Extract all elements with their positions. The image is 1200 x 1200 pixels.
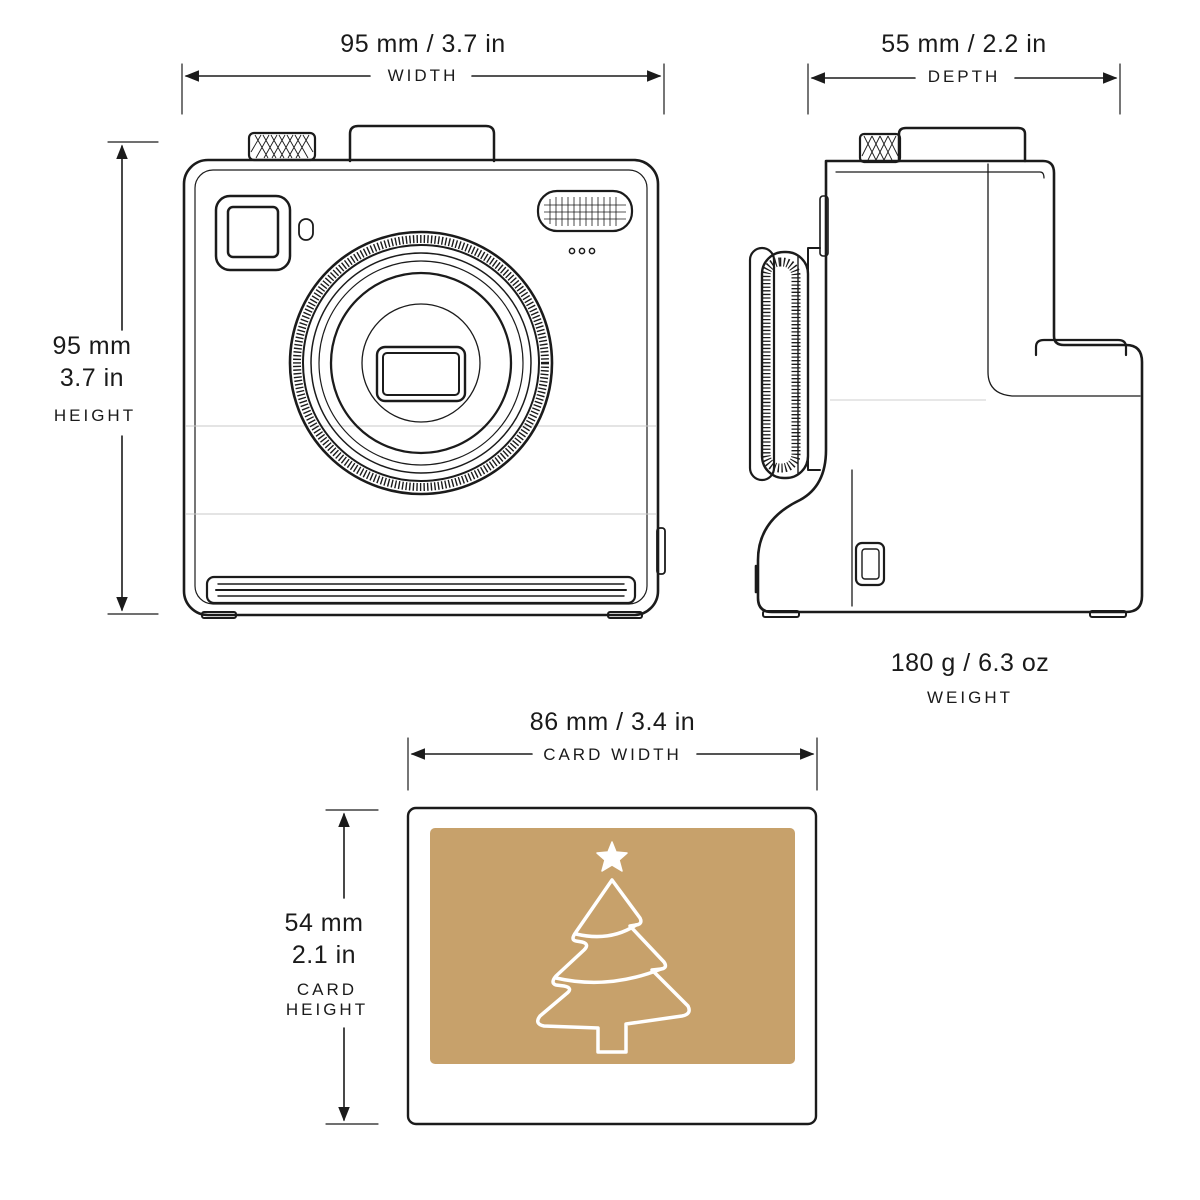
camera-side-view bbox=[748, 126, 1144, 618]
side-lens-icon bbox=[748, 246, 821, 482]
height-value-mm: 95 mm bbox=[52, 332, 132, 360]
width-value: 95 mm / 3.7 in bbox=[340, 30, 506, 58]
card-height-value-in: 2.1 in bbox=[291, 941, 357, 969]
depth-value: 55 mm / 2.2 in bbox=[881, 30, 1047, 58]
depth-caption: DEPTH bbox=[927, 67, 1001, 86]
card-width-caption: CARD WIDTH bbox=[543, 745, 682, 764]
weight-caption: WEIGHT bbox=[927, 688, 1013, 707]
card-width-value: 86 mm / 3.4 in bbox=[529, 708, 696, 736]
width-caption: WIDTH bbox=[387, 66, 459, 85]
depth-dimension-line bbox=[807, 63, 1121, 115]
width-dimension-line bbox=[181, 63, 665, 115]
card-height-dimension-line bbox=[325, 809, 379, 1125]
card-width-dimension-line bbox=[407, 737, 818, 791]
lens-icon bbox=[288, 230, 554, 496]
printed-card bbox=[406, 806, 818, 1126]
card-height-caption-line1: CARD bbox=[296, 980, 358, 999]
side-dial-icon bbox=[858, 132, 902, 164]
christmas-tree-icon bbox=[536, 841, 691, 1054]
card-height-value-mm: 54 mm bbox=[284, 909, 364, 937]
weight-value: 180 g / 6.3 oz bbox=[890, 649, 1050, 677]
height-dimension-line bbox=[107, 141, 159, 615]
card-image-area bbox=[430, 828, 795, 1064]
card-height-caption-line2: HEIGHT bbox=[285, 1000, 369, 1019]
print-slot bbox=[205, 575, 637, 605]
camera-front-view bbox=[182, 124, 666, 619]
height-value-in: 3.7 in bbox=[59, 364, 125, 392]
flash-icon bbox=[536, 189, 634, 233]
dial-knob-icon bbox=[247, 131, 317, 162]
height-caption: HEIGHT bbox=[53, 406, 137, 425]
